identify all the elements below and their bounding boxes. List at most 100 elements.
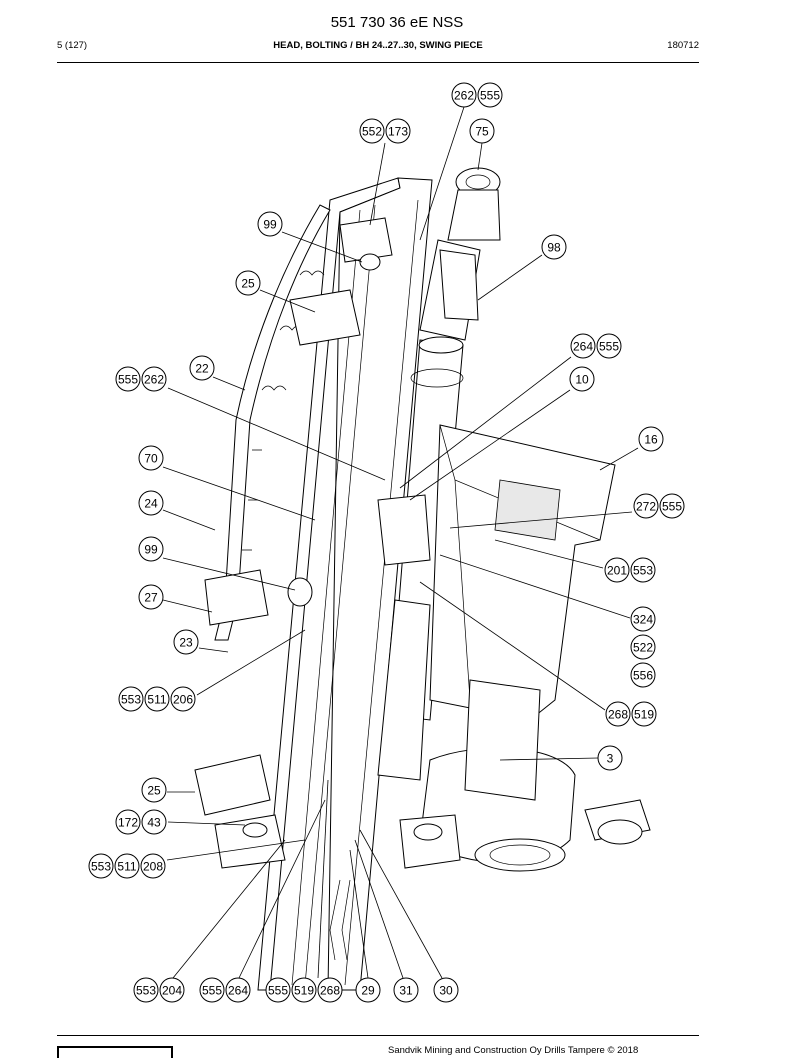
callout-23: 23 (173, 629, 199, 655)
callout-27: 27 (138, 584, 164, 610)
callout-circle (88, 853, 114, 879)
callout-label: 206 (173, 693, 193, 707)
callout-label: 31 (399, 984, 413, 998)
callout-circle (541, 234, 567, 260)
callout-circle (138, 490, 164, 516)
callout-label: 3 (607, 752, 614, 766)
callout-circle (159, 977, 185, 1003)
callout-label: 16 (644, 433, 658, 447)
callout-label: 553 (91, 860, 111, 874)
callout-label: 99 (263, 218, 277, 232)
callout-31: 31 (393, 977, 419, 1003)
callout-75: 75 (469, 118, 495, 144)
middle-guide-bracket (204, 569, 269, 626)
callout-circle (604, 557, 630, 583)
callout-label: 511 (147, 693, 166, 707)
callout-522: 522 (630, 634, 656, 660)
callout-circle (569, 366, 595, 392)
callout-label: 25 (241, 277, 255, 291)
callout-16: 16 (638, 426, 664, 452)
callout-label: 272 (636, 500, 656, 514)
footer-copyright: Sandvik Mining and Construction Oy Drill… (388, 1045, 639, 1056)
callout-70: 70 (138, 445, 164, 471)
callout-circle (570, 333, 596, 359)
cylinder-clamp-block (439, 249, 479, 321)
callout-circle (114, 853, 140, 879)
callout-label: 24 (144, 497, 158, 511)
mechanical-assembly-illustration (194, 167, 651, 991)
callout-label: 555 (480, 89, 500, 103)
callout-circle (115, 809, 141, 835)
callout-262-555: 262 555 (451, 82, 503, 108)
callout-circle (630, 662, 656, 688)
callout-label: 29 (361, 984, 375, 998)
document-number: 551 730 36 eE NSS (330, 14, 464, 31)
roller (359, 253, 381, 271)
callout-555-264: 555 264 (199, 977, 251, 1003)
callout-circle (638, 426, 664, 452)
callout-circle (257, 211, 283, 237)
callout-22: 22 (189, 355, 215, 381)
callout-30: 30 (433, 977, 459, 1003)
callout-circle (631, 701, 657, 727)
callout-label: 264 (228, 984, 248, 998)
callout-label: 553 (633, 564, 653, 578)
callout-circle (385, 118, 411, 144)
callout-label: 555 (202, 984, 222, 998)
callout-label: 519 (294, 984, 314, 998)
callout-circle (393, 977, 419, 1003)
hose-fitting (329, 879, 351, 961)
callout-label: 43 (147, 816, 161, 830)
callout-label: 511 (117, 860, 136, 874)
date-code: 180712 (667, 40, 699, 51)
sandvik-logo (57, 1046, 173, 1058)
flange (474, 838, 566, 872)
callout-circle (633, 493, 659, 519)
callout-label: 204 (162, 984, 182, 998)
callout-circle (596, 333, 622, 359)
callout-label: 268 (320, 984, 340, 998)
callout-label: 262 (454, 89, 474, 103)
callout-circle (355, 977, 381, 1003)
callout-circle (118, 686, 144, 712)
callout-circle (138, 445, 164, 471)
callout-label: 99 (144, 543, 158, 557)
clamp-ring (597, 819, 643, 845)
callout-circle (141, 366, 167, 392)
callout-circle (317, 977, 343, 1003)
callout-label: 23 (179, 636, 193, 650)
callout-324: 324 (630, 606, 656, 632)
callout-label: 552 (362, 125, 382, 139)
callout-label: 555 (662, 500, 682, 514)
callout-circle (433, 977, 459, 1003)
page-description: HEAD, BOLTING / BH 24..27..30, SWING PIE… (273, 40, 483, 51)
middle-roller (287, 577, 313, 607)
callout-circle (630, 634, 656, 660)
callout-99: 99 (138, 536, 164, 562)
callout-circle (225, 977, 251, 1003)
callout-3: 3 (597, 745, 623, 771)
callout-label: 262 (144, 373, 164, 387)
callout-circle (138, 536, 164, 562)
callout-label: 27 (144, 591, 158, 605)
page-number: 5 (127) (57, 40, 88, 51)
callout-label: 519 (634, 708, 654, 722)
callout-label: 555 (268, 984, 288, 998)
callout-29: 29 (355, 977, 381, 1003)
callout-label: 555 (599, 340, 619, 354)
lower-mount-plate (214, 814, 286, 869)
swing-joint-plate (377, 494, 431, 566)
callout-circle (477, 82, 503, 108)
callout-99: 99 (257, 211, 283, 237)
callout-24: 24 (138, 490, 164, 516)
header-rule (57, 62, 699, 63)
callout-circle (144, 686, 170, 712)
footer-rule (57, 1035, 699, 1036)
